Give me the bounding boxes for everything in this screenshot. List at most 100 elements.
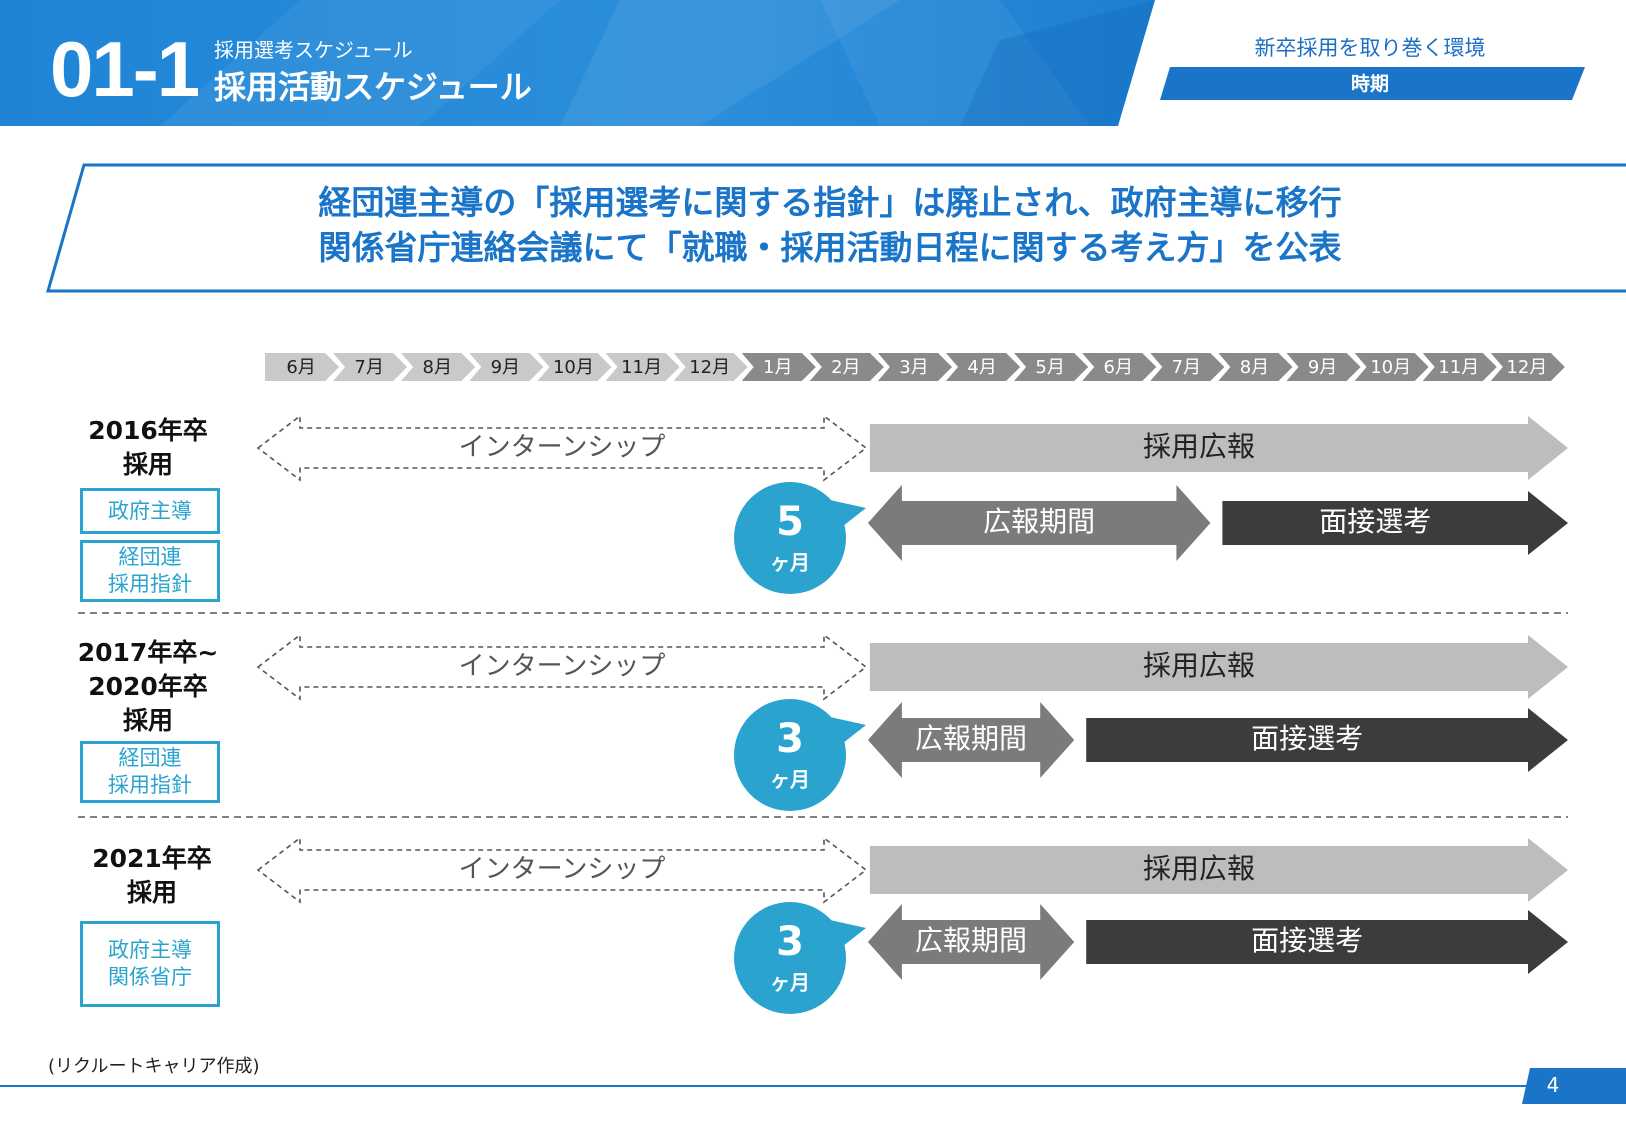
month-chevron — [741, 353, 816, 381]
month-label: 7月 — [1172, 357, 1201, 378]
month-label: 5月 — [1035, 357, 1064, 378]
tag-government-led: 政府主導 — [80, 488, 220, 534]
row-title-line: 2016年卒 — [88, 416, 208, 445]
interview-label: 面接選考 — [1251, 722, 1363, 755]
gap-number: 5 — [776, 499, 804, 545]
month-chevron — [401, 353, 476, 381]
month-chevron — [333, 353, 408, 381]
internship-label: インターンシップ — [459, 433, 666, 463]
row-title-line: 採用 — [126, 878, 177, 907]
period-label: 時期 — [1350, 73, 1389, 95]
month-chevron — [537, 353, 612, 381]
pr-period-arrow — [867, 485, 1211, 561]
gap-unit: ヶ月 — [770, 971, 810, 995]
row-title-line: 採用 — [122, 450, 173, 479]
environment-label: 新卒採用を取り巻く環境 — [1254, 36, 1486, 60]
tag-text: 政府主導 — [108, 498, 192, 523]
month-label: 9月 — [491, 357, 520, 378]
month-chevron — [877, 353, 952, 381]
tag-text: 政府主導 — [108, 938, 192, 962]
source-note: (リクルートキャリア作成) — [48, 1056, 260, 1077]
headline: 経団連主導の「採用選考に関する指針」は廃止され、政府主導に移行 関係省庁連絡会議… — [120, 180, 1540, 270]
row-title-line: 2020年卒 — [88, 672, 208, 701]
tag-keidanren-guideline: 経団連 採用指針 — [80, 741, 220, 803]
row-title-2021: 2021年卒 採用 — [52, 842, 252, 910]
month-label: 2月 — [831, 357, 860, 378]
tag-text: 採用指針 — [108, 773, 192, 797]
gap-unit: ヶ月 — [770, 768, 810, 792]
month-label: 11月 — [1438, 357, 1479, 378]
headline-frame — [46, 163, 1626, 293]
month-label: 8月 — [423, 357, 452, 378]
interview-arrow — [1086, 910, 1568, 974]
pr-period-arrow — [867, 904, 1075, 980]
gap-unit: ヶ月 — [770, 551, 810, 575]
header-band — [0, 0, 1585, 126]
month-label: 12月 — [689, 357, 730, 378]
row-title-line: 2017年卒~ — [77, 638, 219, 667]
gap-circle — [734, 699, 846, 811]
month-chevron — [1218, 353, 1293, 381]
gap-circle — [734, 902, 846, 1014]
interview-label: 面接選考 — [1319, 505, 1431, 538]
month-label: 1月 — [763, 357, 792, 378]
gap-circle — [734, 482, 846, 594]
recruiting-pr-arrow — [869, 838, 1568, 902]
tag-text: 採用指針 — [108, 572, 192, 596]
month-label: 10月 — [553, 357, 594, 378]
month-label: 11月 — [621, 357, 662, 378]
month-chevron — [946, 353, 1021, 381]
footer-band — [0, 1068, 1626, 1104]
gap-number: 3 — [776, 919, 804, 965]
section-subtitle: 採用選考スケジュール — [214, 38, 413, 62]
month-label: 6月 — [1104, 357, 1133, 378]
month-chevron — [673, 353, 748, 381]
tag-text: 関係省庁 — [108, 965, 192, 989]
internship-label: インターンシップ — [459, 855, 666, 885]
month-label: 6月 — [286, 357, 315, 378]
month-label: 12月 — [1506, 357, 1547, 378]
month-label: 7月 — [354, 357, 383, 378]
pr-period-arrow — [867, 702, 1075, 778]
pr-period-label: 広報期間 — [915, 924, 1027, 957]
month-chevron — [265, 353, 340, 381]
month-chevron — [1286, 353, 1361, 381]
month-label: 4月 — [967, 357, 996, 378]
tag-text: 経団連 — [118, 545, 182, 569]
period-bar — [1160, 67, 1585, 100]
recruiting-pr-label: 採用広報 — [1143, 852, 1255, 885]
tag-government-ministries: 政府主導 関係省庁 — [80, 921, 220, 1007]
headline-line-2: 関係省庁連絡会議にて「就職・採用活動日程に関する考え方」を公表 — [318, 228, 1342, 267]
gap-number: 3 — [776, 716, 804, 762]
month-label: 9月 — [1308, 357, 1337, 378]
month-chevron — [1082, 353, 1157, 381]
row-title-2016: 2016年卒 採用 — [48, 414, 248, 482]
month-label: 8月 — [1240, 357, 1269, 378]
pr-period-label: 広報期間 — [983, 505, 1095, 538]
recruiting-pr-label: 採用広報 — [1143, 649, 1255, 682]
recruiting-pr-label: 採用広報 — [1143, 430, 1255, 463]
internship-arrow — [256, 836, 868, 904]
month-chevron — [605, 353, 680, 381]
row-title-line: 採用 — [122, 706, 173, 735]
month-chevron — [1150, 353, 1225, 381]
recruiting-pr-arrow — [869, 635, 1568, 699]
tag-keidanren-guideline: 経団連 採用指針 — [80, 540, 220, 602]
month-chevron — [1422, 353, 1497, 381]
tag-text: 経団連 — [118, 746, 182, 770]
month-label: 10月 — [1370, 357, 1411, 378]
section-title: 採用活動スケジュール — [214, 68, 532, 106]
month-chevron — [1014, 353, 1089, 381]
interview-arrow — [1222, 491, 1568, 555]
pr-period-label: 広報期間 — [915, 722, 1027, 755]
internship-arrow — [256, 633, 868, 701]
recruiting-pr-arrow — [869, 416, 1568, 480]
internship-arrow — [256, 414, 868, 482]
headline-line-1: 経団連主導の「採用選考に関する指針」は廃止され、政府主導に移行 — [318, 183, 1342, 222]
section-number: 01-1 — [50, 25, 200, 113]
interview-label: 面接選考 — [1251, 924, 1363, 957]
row-title-line: 2021年卒 — [92, 844, 212, 873]
interview-arrow — [1086, 708, 1568, 772]
month-chevron — [1490, 353, 1565, 381]
